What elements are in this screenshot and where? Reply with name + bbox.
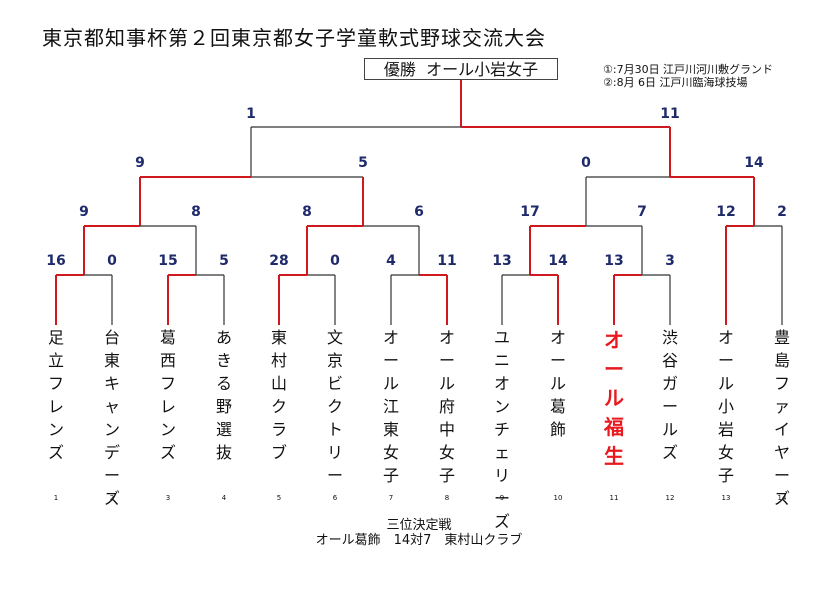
winner-label: 優勝 [383, 60, 416, 79]
team-10: オール葛飾 [549, 328, 566, 439]
winner-box: 優勝 オール小岩女子 [364, 58, 558, 80]
venue-info: ①:7月30日 江戸川河川敷グランド ②:8月 6日 江戸川臨海球技場 [603, 63, 773, 89]
seed-2: 2 [109, 494, 115, 502]
score-final-right: 11 [660, 106, 680, 122]
score-r2-6: 7 [637, 204, 647, 220]
winner-team: オール小岩女子 [426, 60, 539, 79]
score-r2-4: 6 [414, 204, 424, 220]
page-title: 東京都知事杯第２回東京都女子学童軟式野球交流大会 [42, 26, 546, 50]
third-place-title: 三位決定戦 [386, 518, 452, 533]
seed-7: 7 [388, 494, 394, 502]
team-11: オール福生 [604, 328, 624, 468]
score-r2-2: 8 [191, 204, 201, 220]
score-r2-1: 9 [79, 204, 89, 220]
score-r1-10: 14 [548, 253, 568, 269]
score-r1-6: 0 [330, 253, 340, 269]
score-r1-7: 4 [386, 253, 396, 269]
team-7: オール江東女子 [382, 328, 399, 485]
venue-1: ①:7月30日 江戸川河川敷グランド [603, 63, 774, 76]
score-r2-5: 17 [520, 204, 540, 220]
score-r3-1: 9 [135, 155, 145, 171]
team-5: 東村山クラブ [270, 328, 287, 462]
score-r1-12: 3 [665, 253, 675, 269]
score-r2-3: 8 [302, 204, 312, 220]
team-3: 葛西フレンズ [159, 328, 176, 462]
score-r1-4: 5 [219, 253, 229, 269]
seed-1: 1 [53, 494, 59, 502]
score-r1-9: 13 [492, 253, 512, 269]
score-r2-7: 12 [716, 204, 736, 220]
seed-6: 6 [332, 494, 338, 502]
team-1: 足立フレンズ [47, 328, 64, 462]
venue-2: ②:8月 6日 江戸川臨海球技場 [603, 76, 748, 89]
team-6: 文京ビクトリー [326, 328, 343, 485]
score-r2-8: 2 [777, 204, 787, 220]
seed-5: 5 [276, 494, 282, 502]
team-9: ユニオンチェリーズ [493, 328, 510, 531]
score-r1-3: 15 [158, 253, 178, 269]
seed-9: 9 [499, 494, 505, 502]
seed-12: 12 [665, 494, 675, 502]
team-14: 豊島ファイヤーズ [773, 328, 790, 508]
seed-8: 8 [444, 494, 450, 502]
score-r1-8: 11 [437, 253, 457, 269]
seed-14: 14 [777, 494, 787, 502]
seed-13: 13 [721, 494, 731, 502]
score-r1-1: 16 [46, 253, 66, 269]
third-place-result: オール葛飾 14対7 東村山クラブ [315, 533, 523, 548]
score-r1-11: 13 [604, 253, 624, 269]
score-r1-5: 28 [269, 253, 289, 269]
score-r3-3: 0 [581, 155, 591, 171]
seed-3: 3 [165, 494, 171, 502]
score-r1-2: 0 [107, 253, 117, 269]
seed-11: 11 [609, 494, 619, 502]
score-r3-2: 5 [358, 155, 368, 171]
team-4: あきる野選抜 [215, 328, 232, 462]
team-2: 台東キャンデーズ [103, 328, 120, 508]
score-final-left: 1 [246, 106, 256, 122]
team-12: 渋谷ガールズ [661, 328, 678, 462]
seed-4: 4 [221, 494, 227, 502]
score-r3-4: 14 [744, 155, 764, 171]
team-13: オール小岩女子 [717, 328, 734, 485]
seed-10: 10 [553, 494, 563, 502]
team-8: オール府中女子 [438, 328, 455, 485]
